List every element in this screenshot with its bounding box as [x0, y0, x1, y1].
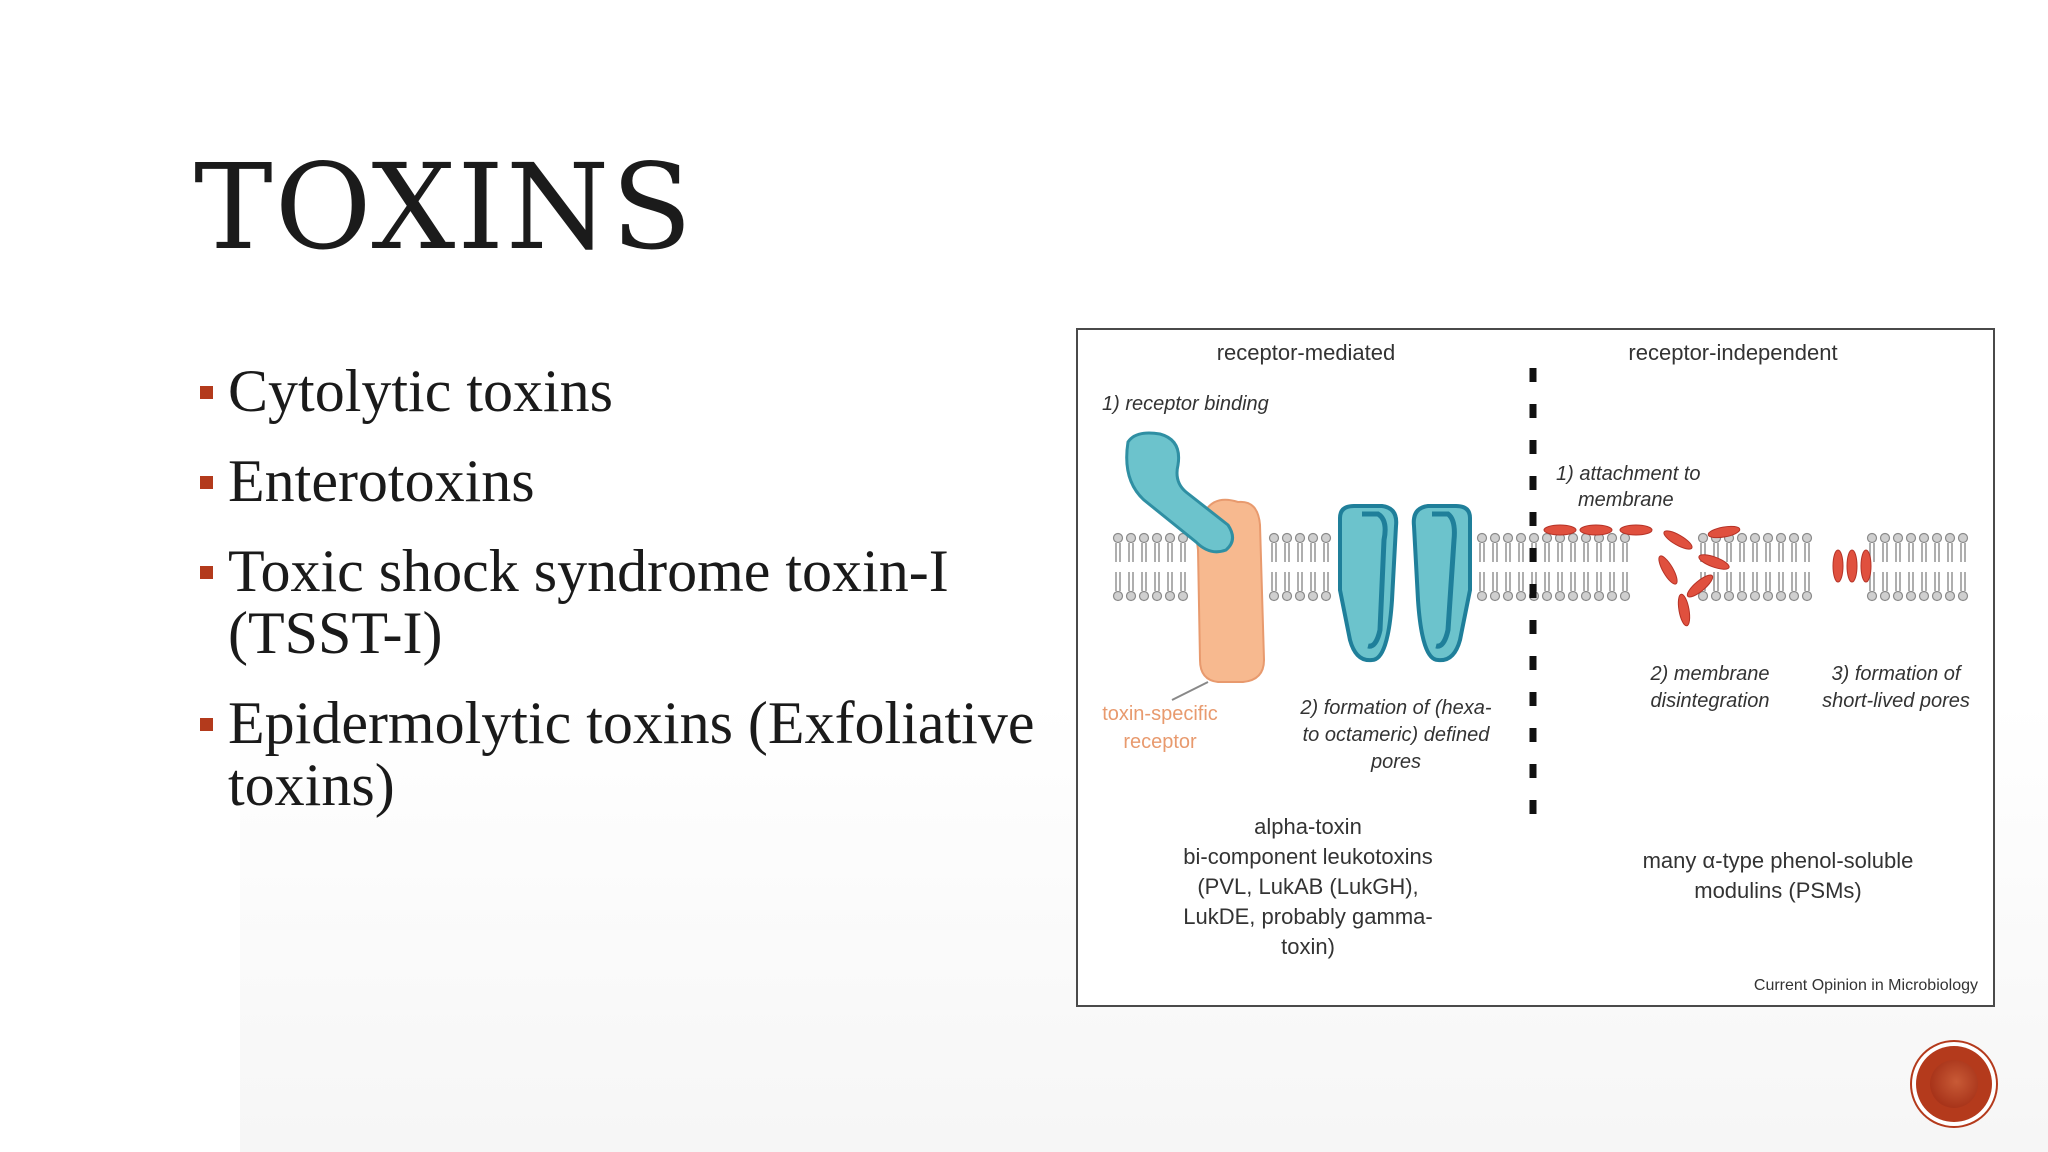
pore-formation-line3: pores	[1370, 751, 1421, 773]
bullet-item: Enterotoxins	[196, 450, 1056, 512]
right-toxin-line1: many α-type phenol-soluble	[1643, 848, 1914, 873]
short-pores-line1: 3) formation of	[1832, 663, 1963, 685]
binding-toxin-shape	[1125, 431, 1234, 554]
figure-svg: receptor-mediated receptor-independent 1…	[1102, 340, 1978, 994]
attachment-label-line2: membrane	[1578, 489, 1674, 511]
left-toxin-line: toxin)	[1281, 934, 1335, 959]
psm-peptides	[1543, 524, 1872, 627]
left-toxin-line: LukDE, probably gamma-	[1183, 904, 1432, 929]
bullet-item: Epidermolytic toxins (Exfoliative toxins…	[196, 692, 1056, 816]
bullet-marker-icon	[200, 718, 213, 731]
left-heading: receptor-mediated	[1217, 340, 1396, 365]
short-pores-line2: short-lived pores	[1822, 690, 1970, 712]
slide-title: TOXINS	[194, 138, 695, 276]
left-toxin-line: bi-component leukotoxins	[1183, 844, 1432, 869]
bullet-text: Toxic shock syndrome toxin-I (TSST-I)	[228, 538, 949, 666]
pore-formation-line2: to octameric) defined	[1303, 724, 1491, 746]
pore-formation-line1: 2) formation of (hexa-	[1299, 697, 1492, 719]
receptor-binding-label: 1) receptor binding	[1102, 393, 1269, 415]
receptor-pointer-line	[1171, 681, 1209, 701]
bullet-text: Enterotoxins	[228, 448, 535, 514]
receptor-label-line1: toxin-specific	[1102, 703, 1218, 725]
bullet-item: Cytolytic toxins	[196, 360, 1056, 422]
bullet-list: Cytolytic toxins Enterotoxins Toxic shoc…	[196, 360, 1056, 844]
right-heading: receptor-independent	[1628, 340, 1837, 365]
lipid-bilayer	[1112, 532, 1969, 602]
bullet-item: Toxic shock syndrome toxin-I (TSST-I)	[196, 540, 1056, 664]
bullet-marker-icon	[200, 566, 213, 579]
left-toxin-line: (PVL, LukAB (LukGH),	[1197, 874, 1418, 899]
left-toxin-line: alpha-toxin	[1254, 814, 1362, 839]
nav-button-inner	[1930, 1060, 1978, 1108]
right-toxin-line2: modulins (PSMs)	[1694, 878, 1861, 903]
toxin-mechanism-figure: receptor-mediated receptor-independent 1…	[1076, 328, 1995, 1007]
bullet-marker-icon	[200, 476, 213, 489]
attachment-label-line1: 1) attachment to	[1556, 463, 1701, 485]
disintegration-line1: 2) membrane	[1650, 663, 1770, 685]
toxin-pore	[1338, 504, 1472, 663]
circle-nav-icon[interactable]	[1916, 1046, 1992, 1122]
bullet-text: Cytolytic toxins	[228, 358, 614, 424]
disintegration-line2: disintegration	[1651, 690, 1770, 712]
figure-source: Current Opinion in Microbiology	[1754, 977, 1978, 994]
bullet-marker-icon	[200, 386, 213, 399]
receptor-label-line2: receptor	[1123, 731, 1197, 753]
bullet-text: Epidermolytic toxins (Exfoliative toxins…	[228, 690, 1035, 818]
